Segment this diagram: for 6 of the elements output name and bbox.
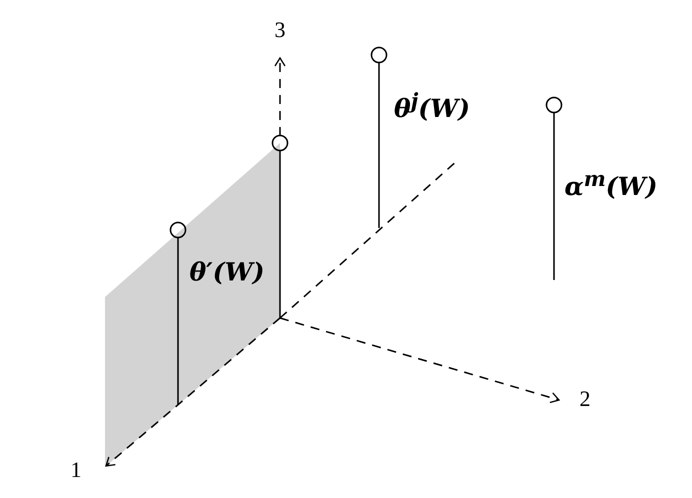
stem-label: θ$^{j}$(W)	[394, 90, 470, 122]
axis-label: 1	[70, 459, 82, 481]
axis-label: 2	[580, 388, 590, 410]
stem-label: θ′(W)	[190, 260, 264, 284]
axis-label: 3	[274, 19, 286, 41]
stem-label: α$^{m}$(W)	[564, 168, 658, 200]
